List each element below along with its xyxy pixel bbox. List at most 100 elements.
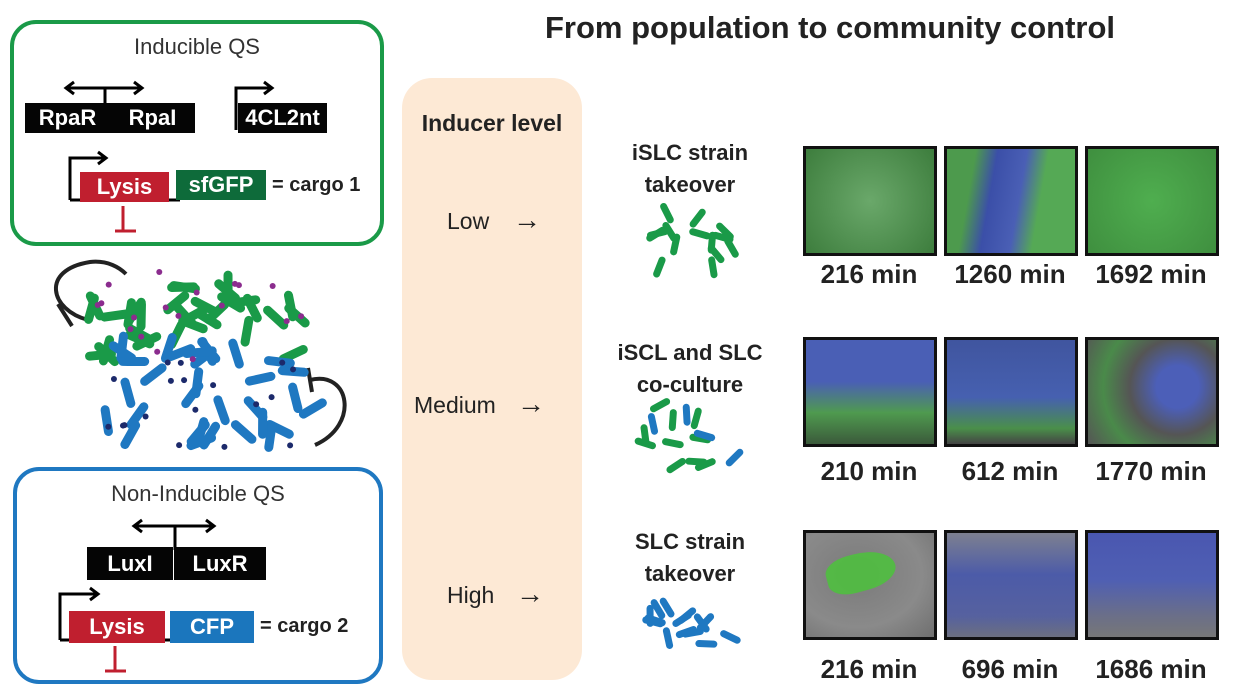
bacterium-cell (689, 228, 711, 240)
bacterium-cell (298, 398, 327, 419)
signal-molecule (164, 359, 171, 366)
signal-molecule (279, 359, 286, 366)
bacterium-cell (662, 627, 674, 649)
time-label: 216 min (820, 259, 918, 289)
inducer-low-label: Low (447, 208, 490, 234)
signal-molecule (253, 401, 260, 408)
feedback-arrow-blue (309, 376, 347, 447)
bacterium-cell (696, 613, 715, 632)
bacterium-cell (120, 420, 141, 450)
signal-molecule (138, 333, 145, 340)
bacterium-cell (120, 377, 136, 408)
signal-molecule (221, 443, 228, 450)
microscopy-image (803, 337, 937, 447)
bacterium-cell (649, 398, 671, 413)
gene-rpai: RpaI (110, 103, 195, 133)
bacterium-cell (675, 626, 697, 639)
signal-molecule (94, 302, 101, 309)
signal-molecule (235, 282, 242, 289)
bacterium-cell (230, 420, 257, 444)
inducer-high-label: High (447, 582, 495, 608)
time-label: 1260 min (954, 259, 1066, 289)
bacterium-cell (644, 614, 666, 627)
row-2-strain-label: iSCL and SLC co-culture (600, 337, 780, 401)
bacterium-cell (228, 338, 244, 369)
gene-lysis-1: Lysis (80, 172, 169, 202)
mixed-population-illustration (54, 259, 347, 452)
bacterium-cell (685, 457, 708, 466)
gene-cfp: CFP (170, 611, 254, 643)
signal-molecule (105, 423, 112, 430)
bacterium-cell (659, 597, 675, 618)
signal-molecule (176, 442, 183, 449)
bacterium-cell (229, 295, 261, 308)
bacterium-cell (695, 640, 718, 648)
signal-molecule (156, 268, 163, 275)
bacterium-cell (140, 363, 167, 386)
time-label: 612 min (961, 456, 1059, 486)
signal-molecule (189, 356, 196, 363)
signal-molecule (127, 326, 134, 333)
bacterium-cell (724, 237, 739, 258)
bacterium-cell (668, 409, 677, 432)
row-3-strain-label: SLC strain takeover (600, 526, 780, 590)
microscopy-image (803, 530, 937, 640)
arrow-right-icon: → (517, 388, 545, 419)
signal-molecule (175, 312, 182, 319)
time-label: 696 min (961, 654, 1059, 684)
bacterium-cell (108, 341, 137, 363)
feedback-arrow-green (54, 259, 128, 322)
signal-molecule (142, 413, 149, 420)
arrow-right-icon: → (516, 578, 544, 609)
bacterium-cell (240, 315, 254, 347)
signal-molecule (283, 318, 290, 325)
time-label: 210 min (820, 456, 918, 486)
signal-molecule (110, 375, 117, 382)
gene-luxr: LuxR (174, 547, 266, 580)
bacterium-cell (132, 332, 162, 351)
bacterium-cell (689, 208, 706, 228)
bacterium-cell (167, 282, 199, 292)
bacterium-cell (682, 403, 691, 426)
bacterium-cell (650, 599, 666, 620)
time-label: 216 min (820, 654, 918, 684)
signal-molecule (162, 304, 169, 311)
signal-molecule (121, 422, 128, 429)
bacterium-cell (708, 256, 718, 279)
gfp-cell-patch (822, 544, 900, 600)
gene-lysis-2: Lysis (69, 611, 165, 643)
arrow-right-icon: → (513, 204, 541, 235)
gene-luxi: LuxI (87, 547, 173, 580)
time-label: 1686 min (1095, 654, 1207, 684)
time-label: 1770 min (1095, 456, 1207, 486)
microscopy-image (1085, 146, 1219, 256)
bacterium-cell (677, 607, 697, 624)
signal-molecule (167, 377, 174, 384)
strain-line-2: takeover (644, 172, 736, 197)
mixed-cell-cluster (634, 398, 744, 474)
bacterium-cell (670, 233, 681, 256)
bacterium-cell (84, 293, 99, 324)
inducible-qs-title: Inducible QS (134, 34, 260, 59)
bacterium-cell (662, 222, 678, 242)
strain-line-2: takeover (644, 561, 736, 586)
bacterium-cell (181, 381, 204, 409)
gene-rpar: RpaR (25, 103, 110, 133)
inducer-medium-label: Medium (414, 392, 496, 418)
bacterium-cell (288, 382, 303, 413)
bacterium-cell (94, 342, 120, 367)
bacterium-cell (660, 202, 674, 224)
strain-line-1: SLC strain (634, 529, 746, 554)
bacterium-cell (646, 228, 669, 239)
signal-molecule (268, 394, 275, 401)
bacterium-cell (263, 305, 289, 330)
bacterium-cell (160, 332, 177, 363)
signal-molecule (218, 302, 225, 309)
bacterium-cell (213, 395, 230, 426)
bacterium-cell (186, 420, 210, 447)
signal-molecule (210, 382, 217, 389)
signal-molecule (193, 289, 200, 296)
bacterium-cell (707, 231, 717, 254)
noninducible-qs-box: Non-Inducible QS (13, 467, 383, 684)
strain-line-2: co-culture (636, 372, 744, 397)
